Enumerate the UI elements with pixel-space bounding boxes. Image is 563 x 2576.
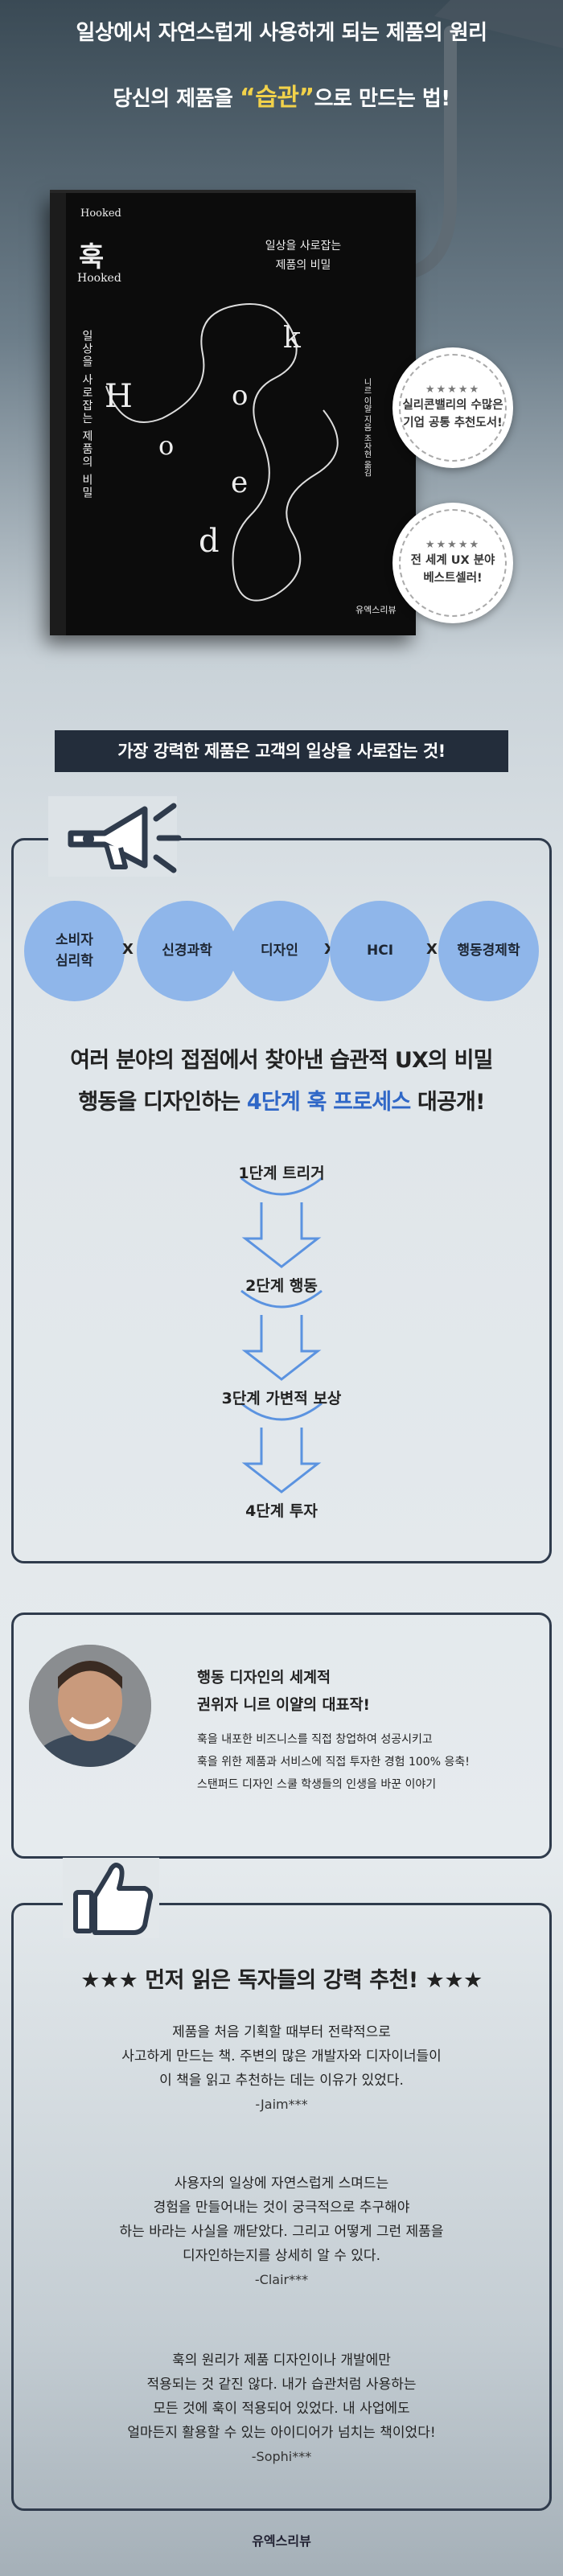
megaphone-icon (68, 803, 182, 873)
review-1: 제품을 처음 기획할 때부터 전략적으로 사고하게 만드는 책. 주변의 많은 … (0, 2020, 563, 2117)
process-frame (11, 838, 552, 1563)
author-portrait (29, 1645, 151, 1767)
footer-publisher: 유엑스리뷰 (252, 2533, 311, 2549)
recommend-frame (11, 1903, 552, 2511)
review-line: 이 책을 읽고 추천하는 데는 이유가 있었다. (159, 2073, 404, 2089)
step-3-variable-reward: 3단계 가변적 보상 (221, 1390, 342, 1407)
hero-line-2-text: 당신의 제품을 (113, 87, 240, 111)
review-3: 훅의 원리가 제품 디자인이나 개발에만 적용되는 것 같진 않다. 내가 습관… (0, 2348, 563, 2469)
review-line: 적용되는 것 같진 않다. 내가 습관처럼 사용하는 (146, 2377, 417, 2393)
review-line: 얼마든지 활용할 수 있는 아이디어가 넘치는 책이었다! (127, 2425, 436, 2441)
review-signature: -Clair*** (254, 2272, 309, 2287)
book-letter-k: k (283, 322, 301, 355)
hero-line-1: 일상에서 자연스럽게 사용하게 되는 제품의 원리 (76, 21, 487, 45)
review-line: 디자인하는지를 상세히 알 수 있다. (183, 2248, 380, 2264)
author-frame (11, 1613, 552, 1859)
review-line: 사용자의 일상에 자연스럽게 스며드는 (174, 2175, 389, 2192)
step-1-trigger: 1단계 트리거 (238, 1165, 325, 1182)
step-2-action: 2단계 행동 (245, 1277, 318, 1295)
review-line: 경험을 만들어내는 것이 궁극적으로 추구해야 (153, 2200, 410, 2216)
book-hooked-small: Hooked (80, 207, 121, 220)
headline-line-2: 행동을 디자인하는 4단계 훅 프로세스 대공개! (0, 1084, 563, 1115)
headline-highlight: 4단계 훅 프로세스 (246, 1090, 411, 1115)
book-subtitle: 일상을 사로잡는 제품의 비밀 (259, 237, 347, 276)
author-desc-1: 훅을 내포한 비즈니스를 직접 창업하여 성공시키고 (197, 1733, 433, 1746)
headline-line-1: 여러 분야의 접점에서 찾아낸 습관적 UX의 비밀 (70, 1048, 493, 1073)
hero-highlight: “습관” (240, 84, 314, 112)
separator-x: X (122, 941, 134, 958)
book-title-ko: 훅 (79, 241, 105, 273)
review-line: 사고하게 만드는 책. 주변의 많은 개발자와 디자이너들이 (121, 2048, 442, 2064)
review-2: 사용자의 일상에 자연스럽게 스며드는 경험을 만들어내는 것이 궁극적으로 추… (0, 2171, 563, 2292)
review-line: 모든 것에 훅이 적용되어 있었다. 내 사업에도 (153, 2401, 410, 2417)
review-line: 훅의 원리가 제품 디자인이나 개발에만 (172, 2352, 391, 2369)
book-subtitle-line1: 일상을 사로잡는 (265, 240, 342, 253)
hero-line-2: 당신의 제품을 “습관”으로 만드는 법! (0, 77, 563, 113)
badge-bestseller: ★★★★★ 전 세계 UX 분야 베스트셀러! (392, 503, 513, 623)
badge-laurel-ring (399, 509, 507, 617)
book-title-en: Hooked (77, 272, 121, 285)
book-letter-o1: o (158, 430, 175, 461)
hero-line-2-text-end: 으로 만드는 법! (314, 87, 450, 111)
field-label-line1: 소비자 (55, 932, 93, 948)
headline-text-end: 대공개! (410, 1090, 485, 1115)
field-label: HCI (366, 942, 394, 959)
book-letter-H: H (105, 378, 133, 415)
book-subtitle-line2: 제품의 비밀 (275, 258, 331, 272)
process-arrows (240, 1177, 323, 1493)
book-publisher: 유엑스리뷰 (355, 605, 397, 615)
field-label: 디자인 (261, 942, 298, 959)
book-author: 니르 이얄 지음 (362, 378, 371, 432)
author-title-line1: 행동 디자인의 세계적 (197, 1670, 331, 1687)
field-label: 행동경제학 (457, 942, 520, 959)
book-cover: Hooked 훅 Hooked 일상을 사로잡는 제품의 비밀 H o o k … (50, 193, 416, 635)
author-photo (29, 1645, 151, 1767)
review-signature: -Jaim*** (255, 2097, 308, 2112)
review-signature: -Sophi*** (251, 2449, 312, 2464)
field-label: 신경과학 (162, 942, 212, 959)
separator-x: X (426, 941, 438, 958)
book-letter-d: d (199, 523, 220, 560)
field-design: 디자인 (229, 901, 330, 1001)
step-4-investment: 4단계 투자 (245, 1502, 318, 1520)
field-neuroscience: 신경과학 (137, 901, 237, 1001)
field-hci: HCI (330, 901, 430, 1001)
badge-laurel-ring (399, 354, 507, 462)
review-line: 하는 바라는 사실을 깨닫았다. 그리고 어떻게 그런 제품을 (119, 2224, 444, 2240)
book-line-drawing (105, 303, 339, 602)
thumbs-up-icon (73, 1863, 154, 1935)
book-translator: 조자현 옮김 (362, 433, 371, 477)
headline-text: 행동을 디자인하는 (78, 1090, 247, 1115)
recommend-title: ★★★ 먼저 읽은 독자들의 강력 추천! ★★★ (80, 1968, 483, 1993)
book-spine-subtitle: 일상을 사로잡는 제품의 비밀 (80, 330, 93, 500)
field-behavioral-economics: 행동경제학 (438, 901, 539, 1001)
field-label-line2: 심리학 (55, 952, 93, 969)
author-title-line2: 권위자 니르 이얄의 대표작! (197, 1697, 370, 1714)
badge-silicon-valley: ★★★★★ 실리콘밸리의 수많은 기업 공통 추천도서! (392, 347, 513, 468)
book-spine (50, 193, 66, 635)
book-letter-e: e (231, 466, 249, 499)
review-line: 제품을 처음 기획할 때부터 전략적으로 (172, 2024, 391, 2040)
book-letter-o2: o (232, 380, 249, 412)
author-desc-2: 훅을 위한 제품과 서비스에 직접 투자한 경험 100% 응축! (197, 1756, 470, 1769)
author-desc-3: 스탠퍼드 디자인 스쿨 학생들의 인생을 바꾼 이야기 (197, 1778, 437, 1791)
tagline-banner: 가장 강력한 제품은 고객의 일상을 사로잡는 것! (55, 730, 508, 772)
book-authors: 니르 이얄 지음 조자현 옮김 (360, 378, 372, 477)
